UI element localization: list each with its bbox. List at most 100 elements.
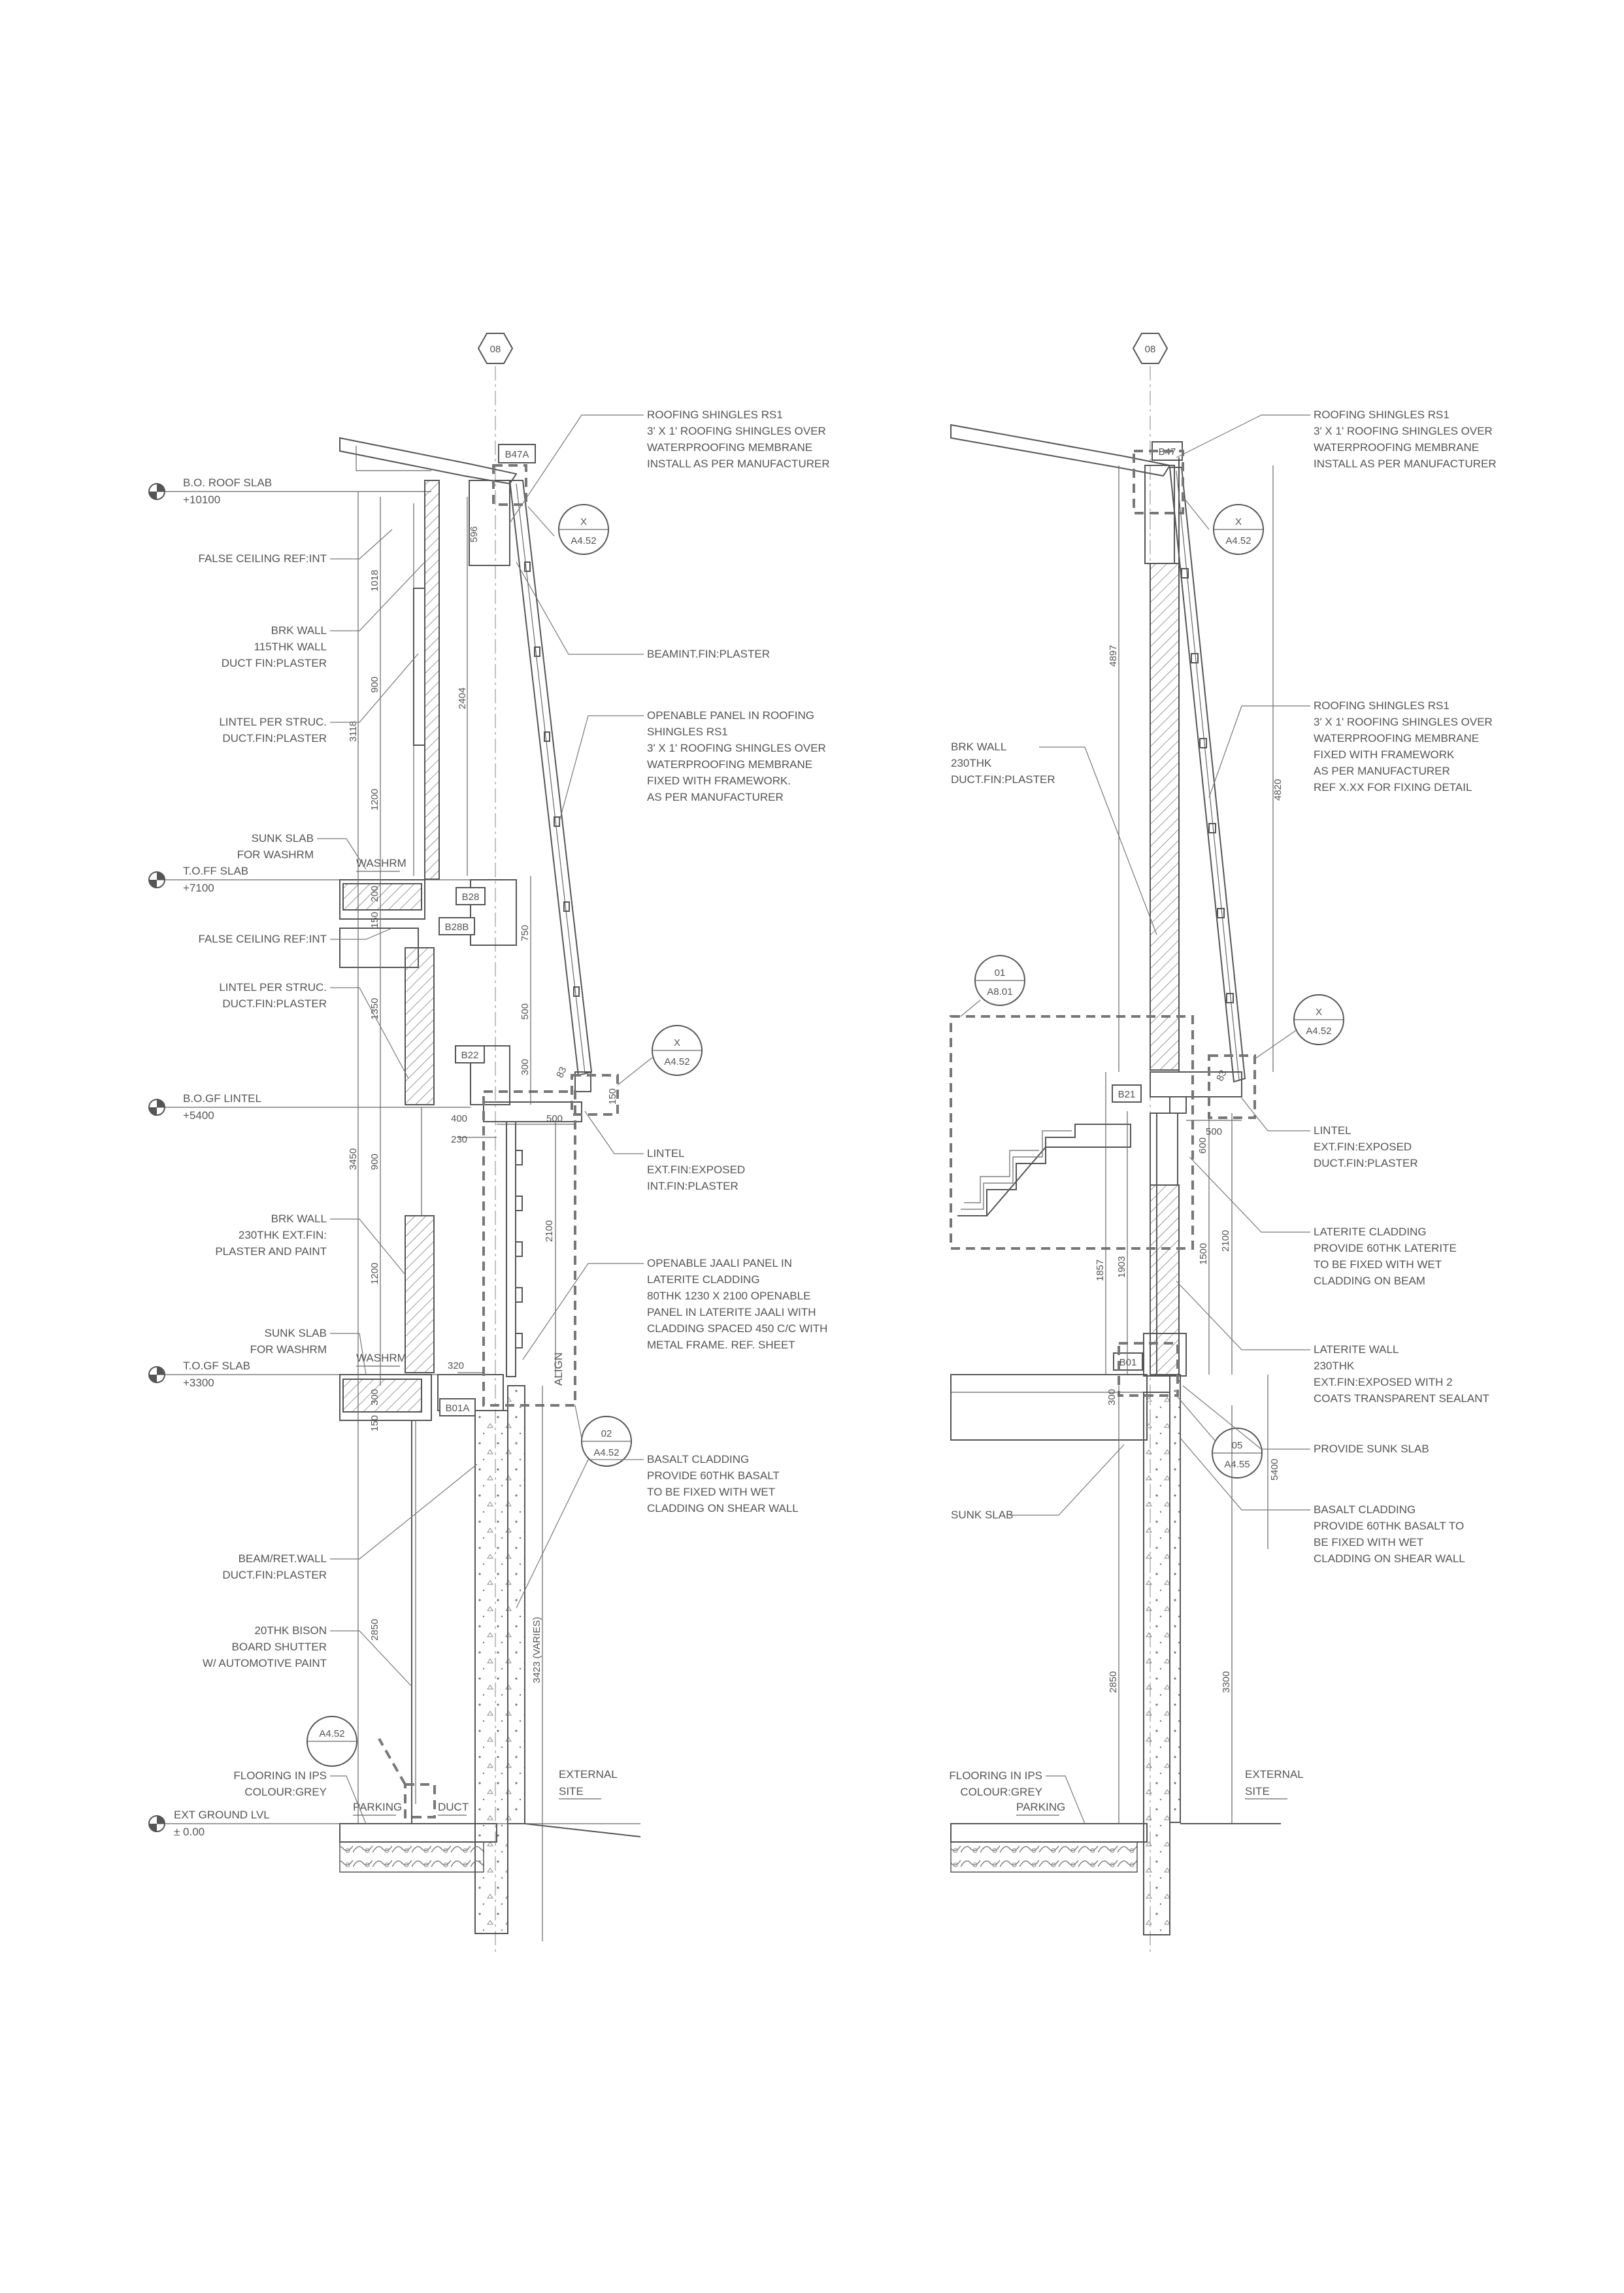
dim-150b: 150 <box>607 1088 618 1105</box>
ref-05-id: 05 <box>1232 1440 1243 1451</box>
note-r-basalt-l1: BASALT CLADDING <box>1314 1503 1416 1516</box>
note-jaali-l6: METAL FRAME. REF. SHEET <box>647 1339 795 1351</box>
dim-2100: 2100 <box>544 1220 555 1242</box>
level-marker-icon <box>148 483 165 1832</box>
dim-r-2100: 2100 <box>1220 1230 1231 1252</box>
note-beam-ret-l1: BEAM/RET.WALL <box>239 1552 327 1565</box>
dim-500v: 500 <box>520 1003 531 1020</box>
note-r-roofing2-l2: 3' X 1' ROOFING SHINGLES OVER <box>1314 716 1493 728</box>
right-section: 08 B47 B21 <box>949 333 1497 1954</box>
right-laterite-cladding <box>1156 1113 1178 1186</box>
note-r-laterite-clad-l4: CLADDING ON BEAM <box>1314 1275 1425 1287</box>
dim-500h: 500 <box>546 1113 563 1124</box>
note-roofing-l2: 3' X 1' ROOFING SHINGLES OVER <box>647 425 826 437</box>
left-ref-bottom: A4.52 <box>307 1716 357 1767</box>
right-roof-slab <box>950 424 1171 477</box>
ref-01-sheet: A8.01 <box>987 986 1012 997</box>
note-r-sunk: PROVIDE SUNK SLAB <box>1314 1443 1429 1455</box>
left-level-lines <box>157 491 640 1824</box>
dim-596: 596 <box>469 526 480 543</box>
note-brk-wall-1-l2: 115THK WALL <box>254 641 327 653</box>
note-jaali-l2: LATERITE CLADDING <box>647 1273 760 1286</box>
left-panel-brackets <box>524 561 580 997</box>
note-openable-l3: 3' X 1' ROOFING SHINGLES OVER <box>647 742 826 754</box>
note-lintel-1-l2: DUCT.FIN:PLASTER <box>222 732 327 745</box>
dim-1018: 1018 <box>369 570 380 592</box>
note-r-laterite-clad-l3: TO BE FIXED WITH WET <box>1314 1258 1442 1271</box>
note-r-basalt-l2: PROVIDE 60THK BASALT TO <box>1314 1520 1464 1532</box>
right-ground-earth <box>950 1841 1138 1873</box>
note-roofing-l3: WATERPROOFING MEMBRANE <box>647 441 812 454</box>
dim-150c: 150 <box>369 1415 380 1431</box>
right-callout-stair <box>950 1015 1194 1250</box>
tag-b28b <box>439 917 475 935</box>
left-beam-b28 <box>470 879 517 946</box>
dim-r-1500: 1500 <box>1198 1243 1209 1265</box>
note-lintel-2-l2: DUCT.FIN:PLASTER <box>222 997 327 1010</box>
dim-3118: 3118 <box>348 721 359 742</box>
note-lintel-2-l1: LINTEL PER STRUC. <box>219 981 327 994</box>
note-r-roofing2-l1: ROOFING SHINGLES RS1 <box>1314 699 1450 712</box>
label-align: ALIGN <box>552 1352 565 1386</box>
left-ff-slab <box>339 879 425 920</box>
note-false-ceiling-1: FALSE CEILING REF:INT <box>199 552 327 565</box>
dim-r-4897: 4897 <box>1108 645 1119 667</box>
ref-05-sheet: A4.55 <box>1224 1459 1250 1470</box>
room-washrm-1: WASHRM <box>356 857 406 869</box>
tag-b22-label: B22 <box>461 1050 479 1061</box>
note-basalt-l4: CLADDING ON SHEAR WALL <box>647 1502 799 1515</box>
level-toff-value: +7100 <box>183 882 214 894</box>
right-lintel <box>1150 1071 1242 1097</box>
note-sunk-1-l2: FOR WASHRM <box>237 848 314 861</box>
right-notes-left: BRK WALL 230THK DUCT.FIN:PLASTER SUNK SL… <box>949 741 1055 1798</box>
left-callout-jaali <box>482 1090 576 1407</box>
note-beam-ret-l2: DUCT.FIN:PLASTER <box>222 1569 327 1581</box>
tag-b21-label: B21 <box>1118 1089 1136 1100</box>
note-jaali-l1: OPENABLE JAALI PANEL IN <box>647 1257 792 1269</box>
note-openable-l6: AS PER MANUFACTURER <box>647 791 784 803</box>
right-panel-brackets <box>1181 568 1234 1003</box>
left-section: 08 B.O. ROOF SLAB +10100 T.O.FF SLAB +71… <box>148 333 830 1954</box>
right-dimensions: 4897 4820 83 500 600 1857 1903 1500 2100… <box>1095 645 1284 1693</box>
note-lintel-l3: INT.FIN:PLASTER <box>647 1180 738 1192</box>
note-beam-int: BEAMINT.FIN:PLASTER <box>647 648 770 660</box>
ref-r-x-top-id: X <box>1235 516 1242 527</box>
note-r-sunk: SUNK SLAB <box>951 1509 1013 1521</box>
dim-3450: 3450 <box>348 1148 359 1170</box>
room-washrm-2: WASHRM <box>356 1352 406 1364</box>
left-dimensions: 596 1018 900 3118 2404 1200 200 150 750 … <box>348 526 618 1683</box>
left-callout-bottom <box>404 1783 436 1818</box>
ref-r-x-top-sheet: A4.52 <box>1225 535 1251 546</box>
level-togf-name: T.O.GF SLAB <box>183 1360 250 1372</box>
tag-b01a <box>439 1398 476 1416</box>
room-external-2: SITE <box>559 1785 584 1798</box>
right-shear-wall <box>1143 1392 1170 1935</box>
note-false-ceiling-2: FALSE CEILING REF:INT <box>199 933 327 945</box>
left-notes-left: FALSE CEILING REF:INT BRK WALL 115THK WA… <box>199 552 327 1798</box>
note-r-roofing1-l4: INSTALL AS PER MANUFACTURER <box>1314 458 1497 470</box>
dim-2404: 2404 <box>457 688 468 709</box>
dim-1200a: 1200 <box>369 789 380 811</box>
dim-r-600: 600 <box>1197 1137 1208 1154</box>
left-callout-top <box>492 464 527 506</box>
left-inner-wall-upper <box>424 480 440 880</box>
note-jaali-l4: PANEL IN LATERITE JAALI WITH <box>647 1306 816 1318</box>
left-callout-mid <box>571 1074 619 1116</box>
room-parking: PARKING <box>353 1801 402 1813</box>
note-brk-wall-2-l2: 230THK EXT.FIN: <box>239 1229 327 1241</box>
tag-b47a-label: B47A <box>505 449 529 460</box>
ref-x-mid-sheet: A4.52 <box>664 1056 689 1067</box>
dim-150a: 150 <box>369 912 380 928</box>
note-openable-l2: SHINGLES RS1 <box>647 726 728 738</box>
left-ref-02: 02 A4.52 <box>574 1405 632 1467</box>
right-callout-bottom <box>1118 1342 1179 1397</box>
right-grid-bubble <box>1132 333 1168 364</box>
left-ground-earth <box>339 1841 484 1873</box>
note-r-brk-wall-l2: 230THK <box>951 757 992 769</box>
left-jaali-slats <box>515 1150 523 1348</box>
note-r-roofing2-l6: REF X.XX FOR FIXING DETAIL <box>1314 781 1472 794</box>
tag-b28b-label: B28B <box>445 922 469 933</box>
note-jaali-l5: CLADDING SPACED 450 C/C WITH <box>647 1322 827 1335</box>
tag-b28 <box>456 887 486 905</box>
note-lintel-l1: LINTEL <box>647 1147 685 1160</box>
